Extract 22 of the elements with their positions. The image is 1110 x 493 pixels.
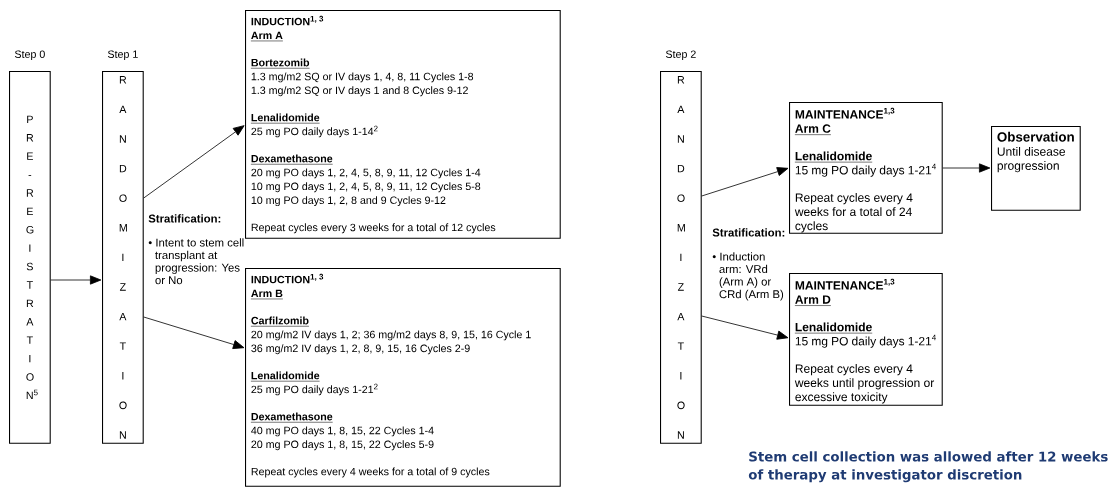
step-label: Step 0: [14, 50, 45, 61]
step-label: Step 2: [665, 50, 696, 61]
treatment-box: INDUCTION$^{1, 3}$ Arm A Bortezomib 1.3 mg/m2 SQ or IV days 1, 4, 8, 11 Cycles 1-8 1.3 mg/m2 SQ or IV days 1 and 8 Cycles 9-12 Lenalidomide 25 mg PO daily days 1-14$^{2}$ Dexamethasone 20 mg PO days 1, 2, 4, 5, 8, 9, 11, 12 Cycles 1-4 10 mg PO days 1, 2, 4, 5, 8, 9, 11, 12 Cycles 5-8 10 mg PO days 1, 2, 8 and 9 Cycles 9-12 Repeat cycles every 3 weeks for a total of 12 cycles: [245, 10, 561, 239]
note-text: Stem cell collection was allowed after 12 weeks of therapy at investigator discretion: [748, 451, 1108, 483]
vertical-box: P R E - R E G I S T R A T I O N$^{5}$: [9, 71, 51, 444]
arrow: [143, 316, 245, 349]
arrow: [50, 275, 102, 285]
arrow: [143, 125, 245, 199]
stratification-heading: Stratification:: [148, 214, 221, 223]
vertical-box: R A N D O M I Z A T I O N: [660, 71, 702, 444]
bullet-text: • Intent to stem cell transplant at progression: Yes or No: [148, 238, 244, 285]
process-box: Observation Until disease progression: [991, 126, 1081, 211]
treatment-box: INDUCTION$^{1, 3}$ Arm B Carfilzomib 20 mg/m2 IV days 1, 2; 36 mg/m2 days 8, 9, 15, 16 Cycle 1 36 mg/m2 IV days 1, 2, 8, 9, 15, 16 Cycles 2-9 Lenalidomide 25 mg PO daily days 1-21$^{2}$ Dexamethasone 40 mg PO days 1, 8, 15, 22 Cycles 1-4 20 mg PO days 1, 8, 15, 22 Cycles 5-9 Repeat cycles every 4 weeks for a total of 9 cycles: [245, 268, 561, 487]
treatment-box: MAINTENANCE$^{1,3}$ Arm D Lenalidomide 15 mg PO daily days 1-21$^{4}$ Repeat cycles every 4 weeks until progression or excessive toxicity: [789, 273, 943, 406]
arrow: [942, 163, 991, 173]
arrow: [701, 315, 789, 340]
stratification-heading: Stratification:: [712, 228, 785, 237]
vertical-box: R A N D O M I Z A T I O N: [102, 71, 144, 444]
step-label: Step 1: [107, 50, 138, 61]
bullet-text: • Induction arm: VRd (Arm A) or CRd (Arm B): [712, 252, 784, 301]
arrow: [701, 167, 789, 197]
treatment-box: MAINTENANCE$^{1,3}$ Arm C Lenalidomide 15 mg PO daily days 1-21$^{4}$ Repeat cycles every 4 weeks for a total of 24 cycles: [789, 102, 943, 234]
